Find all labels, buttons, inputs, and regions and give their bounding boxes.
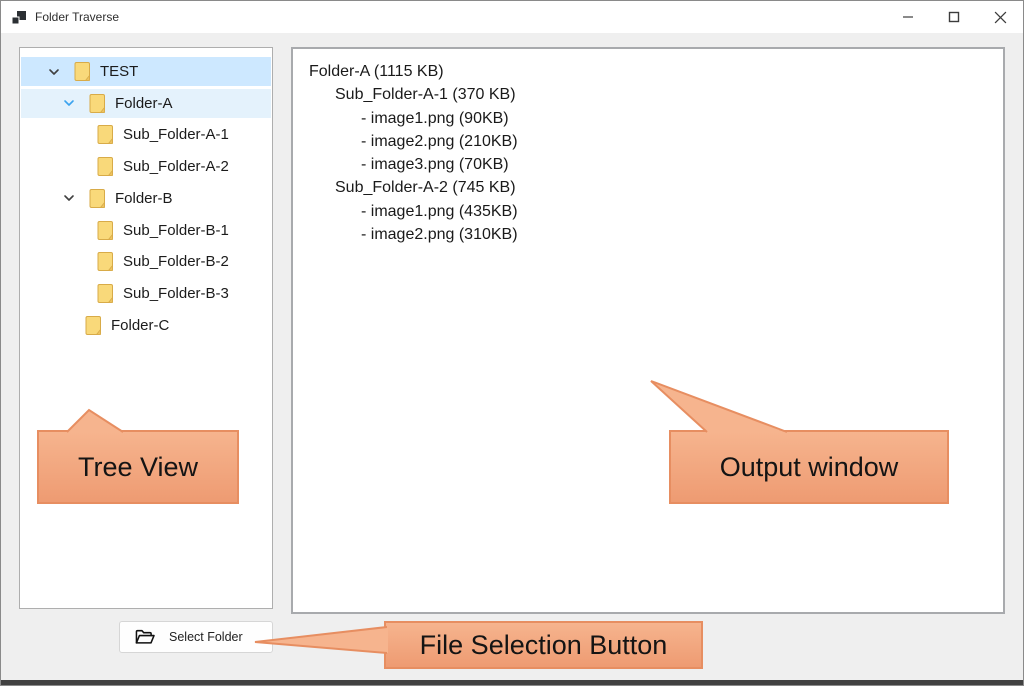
tree-item-test[interactable]: TEST: [21, 57, 271, 86]
tree-item-folder-c[interactable]: Folder-C: [21, 311, 271, 340]
maximize-icon: [948, 11, 960, 23]
tree-item-sub_folder-a-1[interactable]: Sub_Folder-A-1: [21, 120, 271, 149]
tree-item-folder-a[interactable]: Folder-A: [21, 88, 271, 118]
select-folder-button[interactable]: Select Folder: [119, 621, 273, 653]
output-line: - image1.png (435KB): [361, 202, 518, 220]
tree-item-label: Sub_Folder-B-3: [123, 284, 229, 302]
tree-item-label: TEST: [100, 63, 139, 80]
folder-icon: [97, 125, 113, 145]
chevron-down-icon[interactable]: [61, 190, 77, 206]
tree-item-label: Sub_Folder-A-1: [123, 126, 229, 144]
tree-item-sub_folder-a-2[interactable]: Sub_Folder-A-2: [21, 152, 271, 181]
tree-item-sub_folder-b-1[interactable]: Sub_Folder-B-1: [21, 216, 271, 245]
output-line: - image1.png (90KB): [361, 109, 509, 127]
maximize-button[interactable]: [931, 1, 977, 33]
file-selection-callout-label: File Selection Button: [419, 629, 668, 660]
tree-item-label: Sub_Folder-A-2: [123, 158, 229, 176]
folder-icon: [97, 252, 113, 272]
window-bottom-edge: [1, 680, 1023, 685]
output-window-callout: Output window: [669, 430, 949, 504]
tree-item-label: Sub_Folder-B-1: [123, 221, 229, 239]
folder-icon: [74, 62, 90, 81]
close-icon: [994, 11, 1006, 23]
minimize-button[interactable]: [885, 1, 931, 33]
output-line: Sub_Folder-A-1 (370 KB): [335, 86, 516, 104]
tree-view-callout: Tree View: [37, 430, 239, 504]
output-line: - image3.png (70KB): [361, 156, 509, 174]
open-folder-icon: [135, 629, 155, 644]
output-line: - image2.png (310KB): [361, 226, 518, 244]
tree-item-label: Folder-C: [111, 316, 170, 334]
output-textbox[interactable]: Folder-A (1115 KB) Sub_Folder-A-1 (370 KB…: [291, 47, 1005, 614]
folder-icon: [89, 188, 105, 208]
tree-item-folder-b[interactable]: Folder-B: [21, 184, 271, 213]
output-line: Sub_Folder-A-2 (745 KB): [335, 179, 516, 197]
file-selection-callout: File Selection Button: [384, 621, 703, 669]
tree-item-sub_folder-b-2[interactable]: Sub_Folder-B-2: [21, 247, 271, 276]
folder-icon: [89, 93, 105, 113]
window-controls: [885, 1, 1023, 33]
folder-icon: [97, 220, 113, 240]
output-line: Folder-A (1115 KB): [309, 63, 444, 80]
select-folder-label: Select Folder: [169, 630, 243, 644]
chevron-down-icon[interactable]: [46, 64, 62, 80]
folder-icon: [97, 157, 113, 177]
window-title: Folder Traverse: [35, 10, 120, 24]
tree-item-label: Folder-A: [115, 94, 173, 112]
minimize-icon: [903, 16, 913, 18]
output-line: - image2.png (210KB): [361, 132, 518, 150]
tree-item-sub_folder-b-3[interactable]: Sub_Folder-B-3: [21, 279, 271, 308]
title-bar[interactable]: Folder Traverse: [1, 1, 1023, 33]
tree-item-label: Sub_Folder-B-2: [123, 253, 229, 271]
output-window-callout-label: Output window: [719, 451, 899, 482]
app-icon: [11, 11, 26, 25]
folder-icon: [97, 283, 113, 303]
tree-view-callout-label: Tree View: [77, 451, 199, 482]
tree-item-label: Folder-B: [115, 189, 173, 207]
chevron-down-icon[interactable]: [61, 95, 77, 111]
folder-icon: [85, 315, 101, 335]
close-button[interactable]: [977, 1, 1023, 33]
